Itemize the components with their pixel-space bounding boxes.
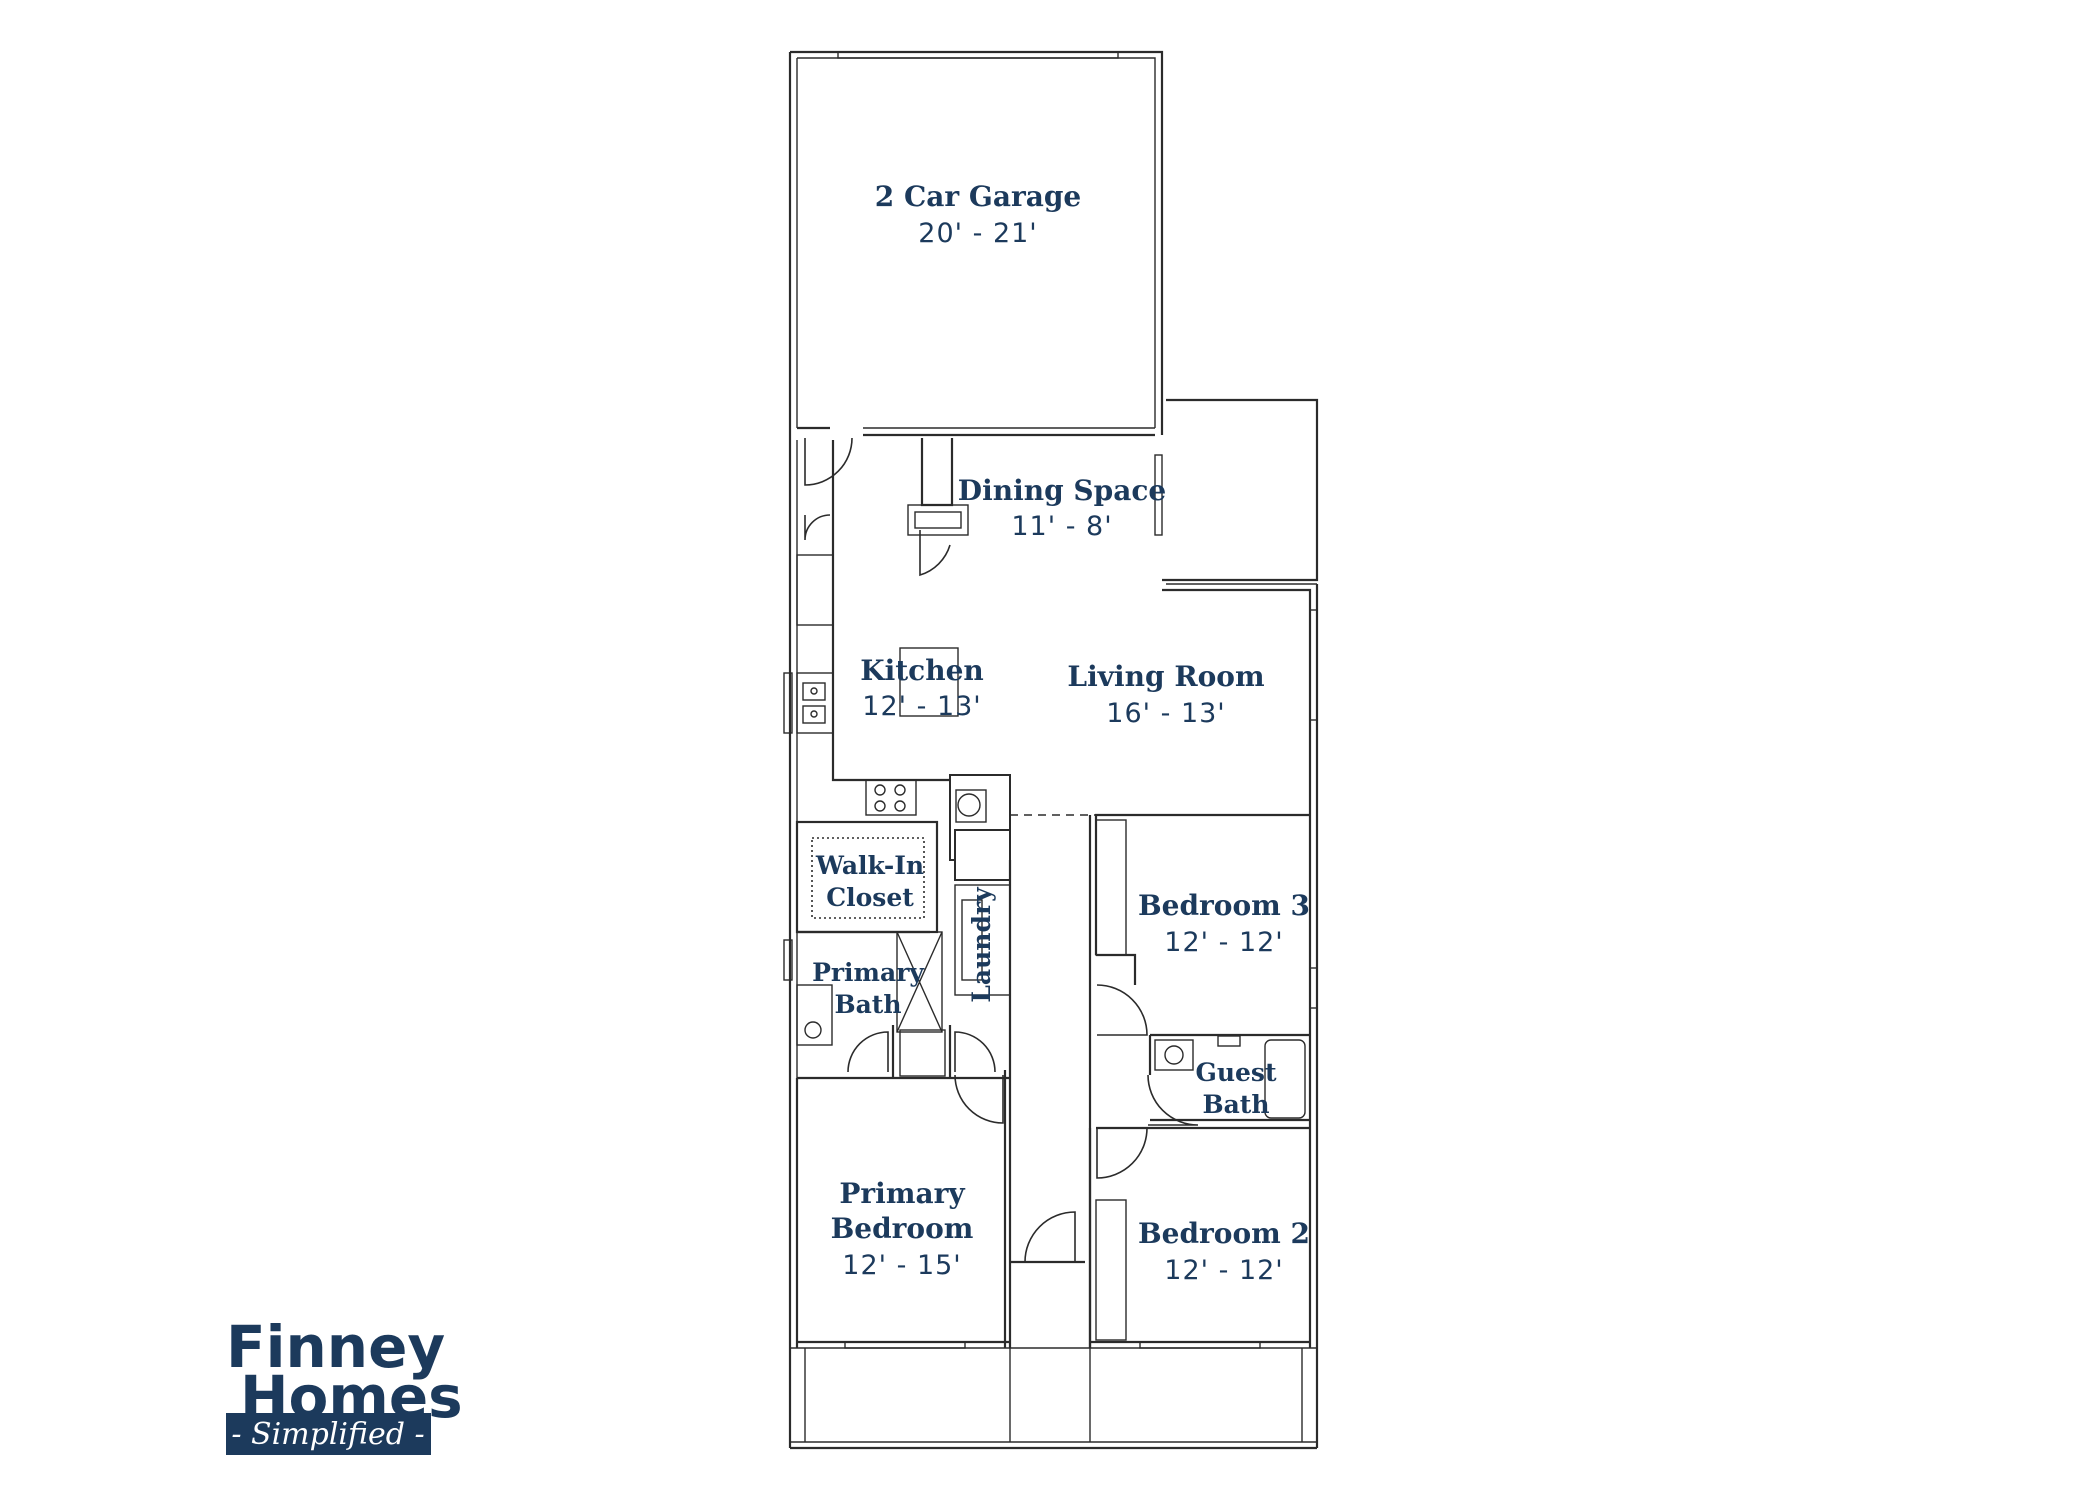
bedroom2-dim: 12' - 12' [1164,1255,1283,1286]
kitchen-name: Kitchen [860,654,983,687]
walkin-line1: Walk-In [815,851,924,880]
garage-door [837,51,1119,59]
bedroom3-name: Bedroom 3 [1138,889,1310,922]
living-dim: 16' - 13' [1106,698,1225,729]
garage-dim: 20' - 21' [918,218,1037,249]
room-labels: 2 Car Garage 20' - 21' Dining Space 11' … [812,180,1310,1286]
laundry-name: Laundry [967,886,996,1003]
finney-homes-logo: Finney Homes - Simplified - [226,1313,463,1455]
logo-tagline: - Simplified - [231,1417,424,1452]
kitchen-dim: 12' - 13' [862,691,981,722]
walls [783,50,1319,1450]
primary-bedroom-line1: Primary [839,1177,965,1210]
guest-bath-line1: Guest [1195,1058,1277,1087]
logo-line1: Finney [226,1313,445,1381]
garage-name: 2 Car Garage [875,180,1082,213]
living-name: Living Room [1067,660,1264,693]
logo-tag-band [226,1413,431,1455]
bedroom3-dim: 12' - 12' [1164,927,1283,958]
primary-bath-line1: Primary [812,958,925,987]
walkin-line2: Closet [826,883,914,912]
dining-dim: 11' - 8' [1011,511,1112,542]
primary-bath-line2: Bath [834,990,901,1019]
doors [804,437,1199,1263]
primary-bedroom-line2: Bedroom [831,1212,974,1245]
dining-name: Dining Space [958,474,1166,507]
primary-bedroom-dim: 12' - 15' [842,1250,961,1281]
bedroom2-name: Bedroom 2 [1138,1217,1310,1250]
kitchen-island [899,647,959,717]
guest-bath-line2: Bath [1202,1090,1269,1119]
